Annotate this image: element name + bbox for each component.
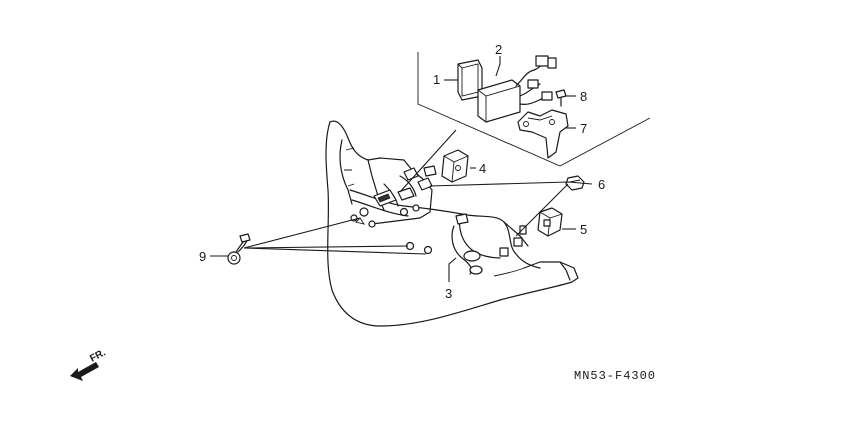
callout-9: 9 xyxy=(199,249,206,264)
callout-4: 4 xyxy=(479,161,486,176)
callout-8: 8 xyxy=(580,89,587,104)
inset-frame xyxy=(417,52,651,167)
leader-lines xyxy=(210,56,593,282)
part-7-bracket[interactable] xyxy=(517,109,569,159)
part-3-wire-harness[interactable] xyxy=(349,175,541,275)
part-4-relay[interactable] xyxy=(441,149,469,183)
callout-1: 1 xyxy=(433,72,440,87)
callout-7: 7 xyxy=(580,121,587,136)
callout-5: 5 xyxy=(580,222,587,237)
direction-label: FR. xyxy=(88,347,108,364)
direction-arrow-icon xyxy=(70,362,99,381)
part-8-bolt[interactable] xyxy=(555,89,567,107)
front-direction-indicator: FR. xyxy=(70,347,108,381)
callout-6: 6 xyxy=(598,177,605,192)
callout-labels: 1 2 3 4 5 6 7 8 9 xyxy=(199,42,605,301)
diagram-code: MN53-F4300 xyxy=(574,369,656,383)
part-2-control-unit[interactable] xyxy=(477,55,557,123)
part-9-connector[interactable] xyxy=(227,233,251,265)
callout-2: 2 xyxy=(495,42,502,57)
callout-3: 3 xyxy=(445,286,452,301)
part-5-relay[interactable] xyxy=(537,207,563,237)
connector-block xyxy=(350,165,437,255)
